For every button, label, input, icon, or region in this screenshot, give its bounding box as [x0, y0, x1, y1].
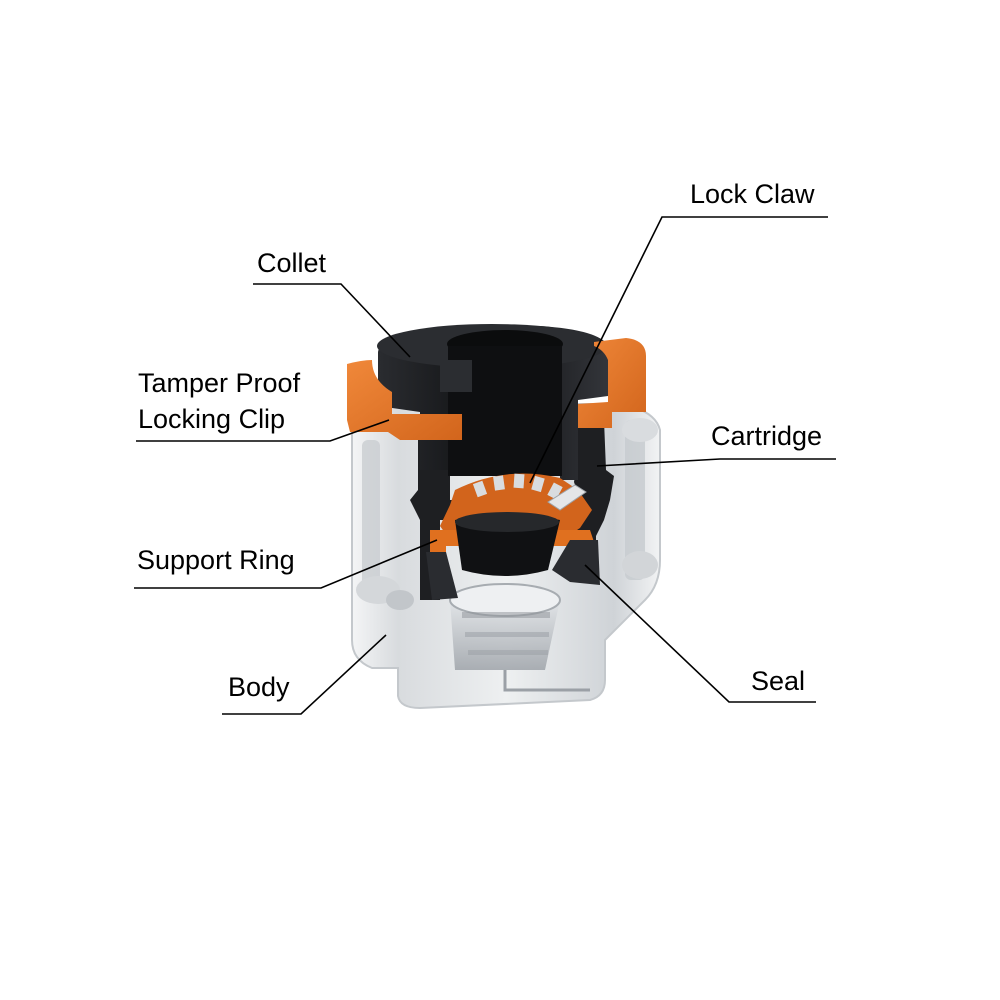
seal-part [426, 512, 600, 600]
label-collet: Collet [257, 248, 327, 278]
label-body: Body [228, 672, 290, 702]
collet-part [377, 324, 608, 480]
label-tamper-line1: Tamper Proof [138, 368, 301, 398]
leader-line-lock-claw [529, 216, 828, 484]
label-cartridge: Cartridge [711, 421, 823, 451]
leader-line-support-ring [134, 539, 438, 589]
label-tamper-proof-locking-clip: Tamper Proof Locking Clip [138, 365, 300, 437]
leader-line-seal [584, 564, 816, 703]
leader-line-collet [253, 283, 411, 358]
label-seal: Seal [751, 666, 806, 696]
tamper-clip-part [347, 338, 646, 440]
leader-line-body [222, 634, 387, 715]
label-support-ring: Support Ring [137, 545, 295, 575]
leader-line-tamper [136, 419, 390, 442]
label-lock-claw: Lock Claw [690, 179, 815, 209]
label-tamper-line2: Locking Clip [138, 404, 286, 434]
leader-line-cartridge [596, 458, 836, 467]
